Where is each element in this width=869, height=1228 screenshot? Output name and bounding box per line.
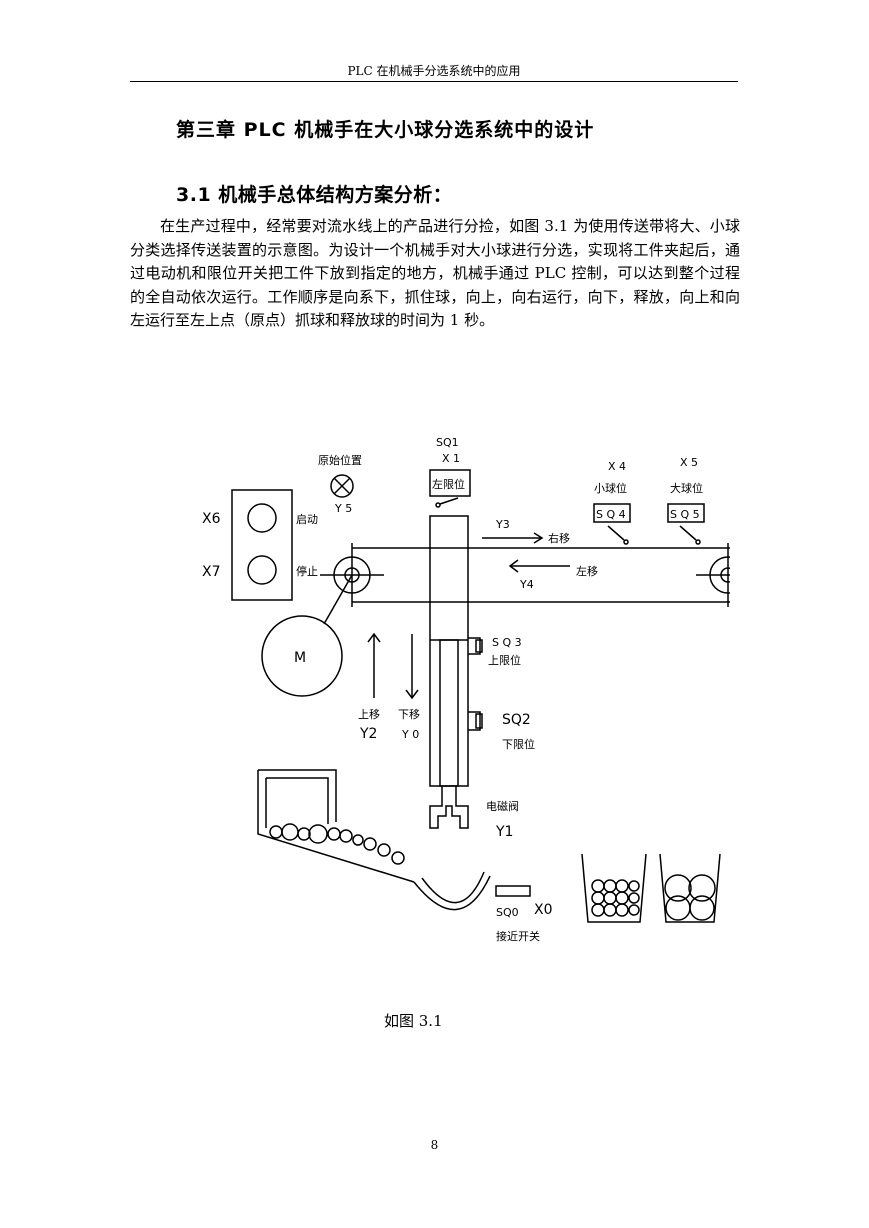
page-number: 8 [430,1138,439,1152]
lift-rod [439,639,459,787]
label-right-move: 右移 [548,531,570,545]
label-y2: Y2 [359,726,377,742]
label-upper-limit: 上限位 [488,653,521,667]
label-y0: Y 0 [401,728,419,741]
motor-belt [323,574,353,625]
ball-hopper [257,769,415,883]
left-limit-switch [429,469,471,497]
label-sq4: S Q 4 [596,508,626,521]
label-y4: Y4 [519,578,534,591]
stop-button-icon [247,555,277,585]
header-rule [130,81,738,82]
upper-limit-switch [468,637,481,655]
motor-icon [261,615,343,697]
running-header: PLC 在机械手分选系统中的应用 [347,64,521,78]
origin-lamp-icon [330,474,354,498]
label-x0: X0 [534,902,553,918]
label-sq3: S Q 3 [492,636,522,649]
control-panel [231,489,293,601]
figure-3-1: X6 X7 启动 停止 原始位置 Y 5 SQ1 X 1 左限位 [190,430,730,950]
mechanical-arm-diagram: X6 X7 启动 停止 原始位置 Y 5 SQ1 X 1 左限位 [202,436,730,943]
label-proximity: 接近开关 [496,929,540,943]
lower-limit-switch [468,711,481,731]
label-x1: X 1 [442,452,460,465]
label-small-ball-pos: 小球位 [594,481,627,495]
label-left-limit: 左限位 [432,477,465,491]
label-x6: X6 [202,511,221,527]
label-start: 启动 [296,513,318,526]
label-lower-limit: 下限位 [502,737,535,751]
label-y5: Y 5 [334,502,352,515]
label-origin: 原始位置 [318,453,362,467]
label-sq1: SQ1 [436,436,459,449]
label-stop: 停止 [296,564,318,578]
section-title: 3.1 机械手总体结构方案分析： [176,184,453,206]
label-y1: Y1 [495,824,513,840]
label-sq5: S Q 5 [670,508,700,521]
label-motor: M [294,650,306,666]
label-sq2: SQ2 [502,712,531,728]
label-solenoid: 电磁阀 [486,799,519,813]
proximity-switch [495,885,531,897]
label-sq0: SQ0 [496,906,519,919]
chapter-title: 第三章 PLC 机械手在大小球分选系统中的设计 [176,119,595,141]
start-button-icon [247,503,277,533]
small-ball-limit-switch [593,503,631,523]
gripper-icon [429,786,469,829]
vertical-column [429,515,469,787]
label-x7: X7 [202,564,221,580]
figure-caption: 如图 3.1 [384,1012,443,1030]
label-x4: X 4 [608,460,626,473]
big-ball-limit-switch [667,503,705,523]
small-ball-bin [581,853,647,923]
body-paragraph: 在生产过程中，经常要对流水线上的产品进行分捡，如图 3.1 为使用传送带将大、小… [130,217,740,329]
label-y3: Y3 [495,518,510,531]
label-big-ball-pos: 大球位 [670,481,703,495]
big-ball-bin [659,853,721,923]
ball-chute [413,875,491,911]
label-x5: X 5 [680,456,698,469]
label-down: 下移 [398,708,420,721]
label-left-move: 左移 [576,565,598,578]
label-up: 上移 [358,708,380,721]
